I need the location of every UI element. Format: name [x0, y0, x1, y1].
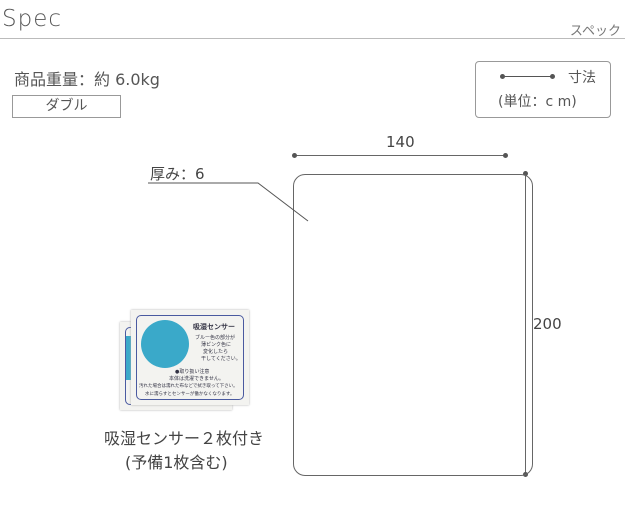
mattress-outline [293, 174, 533, 476]
dot-icon [523, 171, 528, 176]
thickness-label: 厚み：6 [150, 165, 205, 183]
dot-icon [503, 153, 508, 158]
width-label: 140 [386, 133, 415, 151]
card-line: 汚れた場合は濡れた布などで拭き取って下さい。 [139, 384, 238, 389]
length-dimension-line [525, 173, 526, 474]
card-line: 干してください。 [201, 356, 241, 362]
sensor-caption-note: (予備1枚含む) [125, 453, 228, 472]
length-label: 200 [533, 315, 562, 333]
legend-label: 寸法 [568, 70, 596, 86]
card-line: 本体は洗濯できません。 [169, 376, 224, 382]
sensor-card-image: 吸湿センサー ブルー色の部分が 薄ピンク色に 変化したら 干してください。 ●取… [131, 310, 249, 405]
card-line: ●取り扱い注意 [175, 369, 210, 375]
product-weight: 商品重量：約 6.0kg [14, 70, 160, 89]
sensor-caption: 吸湿センサー２枚付き [104, 429, 265, 448]
legend-unit: (単位：c m) [498, 94, 577, 110]
dot-icon [550, 74, 555, 79]
dot-icon [292, 153, 297, 158]
dimension-legend: 寸法 (単位：c m) [475, 61, 611, 118]
page-subtitle: スペック [569, 24, 621, 39]
width-dimension-line [295, 155, 505, 156]
card-line: 変化したら [203, 349, 229, 355]
card-line: 薄ピンク色に [201, 342, 232, 348]
card-line: ブルー色の部分が [195, 335, 236, 341]
card-line: 水に濡らすとセンサーが働かなくなります。 [145, 392, 235, 397]
sensor-circle [141, 320, 189, 368]
dimension-line-icon [502, 76, 552, 77]
size-label: ダブル [12, 95, 121, 118]
divider [0, 38, 625, 39]
page-title: Spec [2, 6, 62, 32]
card-title: 吸湿センサー [193, 323, 235, 331]
